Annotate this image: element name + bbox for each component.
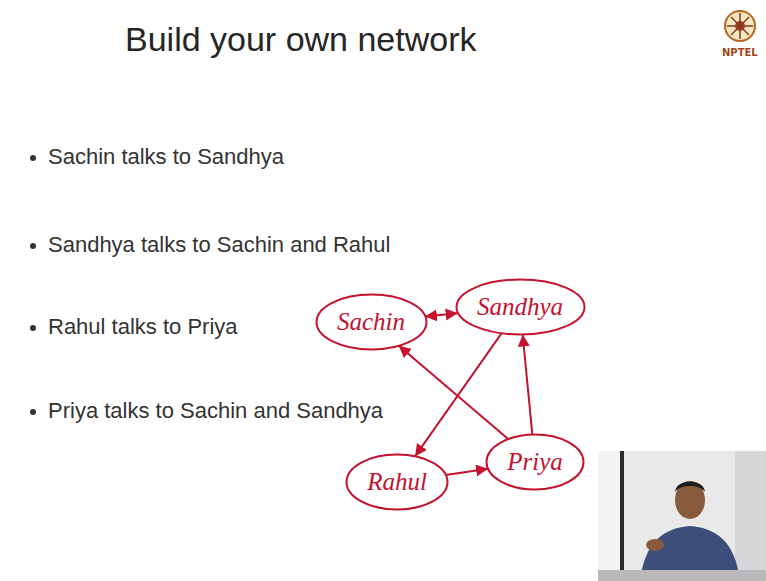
person-node: Priya [485,433,585,491]
node-label: Sachin [337,308,405,336]
bullet-text: Rahul talks to Priya [48,314,238,340]
node-label: Rahul [367,468,427,496]
node-label: Priya [507,448,563,476]
nptel-logo [725,11,755,41]
bullet-text: Sachin talks to Sandhya [48,144,284,170]
talk-arrow [425,313,458,316]
talk-arrow [415,333,501,456]
person-node: Sandhya [455,278,586,336]
talk-arrow [446,469,488,475]
video-inset [598,451,766,581]
bullet-text: Priya talks to Sachin and Sandhya [48,398,383,424]
node-label: Sandhya [477,293,563,321]
slide-title: Build your own network [125,20,477,59]
talk-arrow [399,346,508,439]
person-node: Sachin [315,293,428,351]
person-node: Rahul [345,453,449,511]
logo-text: NPTEL [722,47,758,58]
talk-arrow [523,334,533,434]
bullet-text: Sandhya talks to Sachin and Rahul [48,232,390,258]
